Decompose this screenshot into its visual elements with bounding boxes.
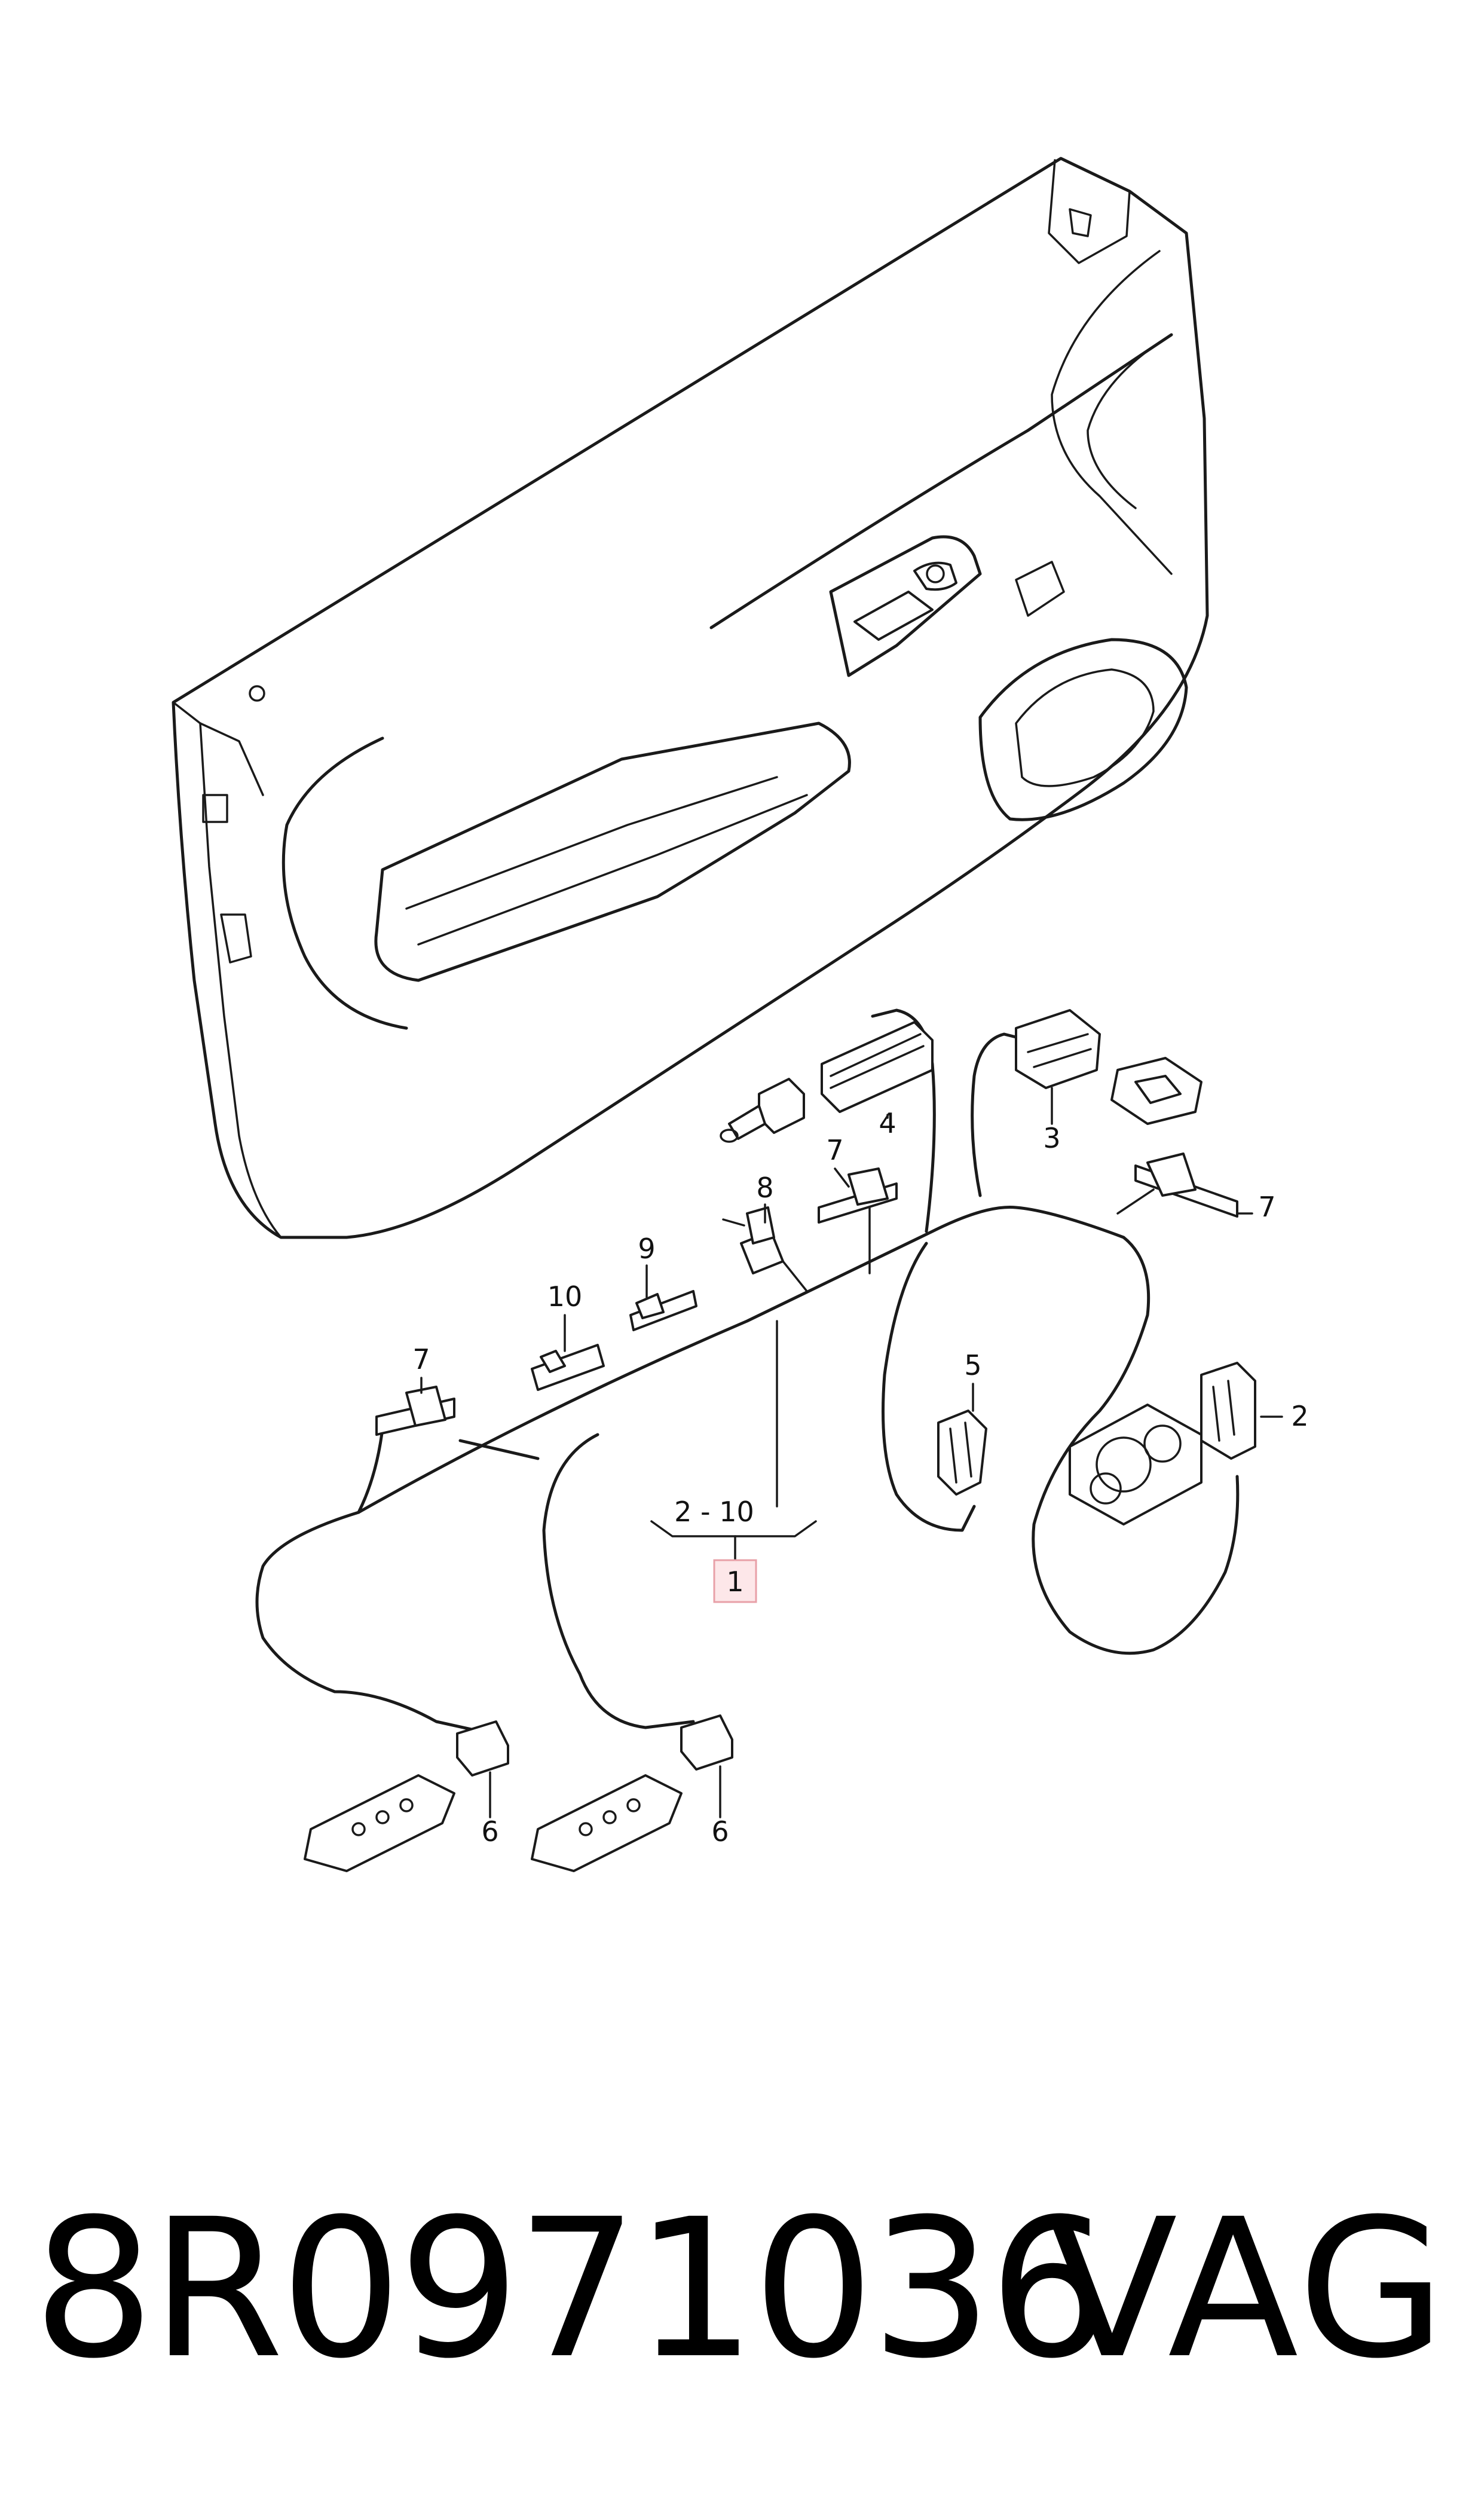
connector-4-drawing: [821, 1021, 934, 1113]
callout-5: 5: [964, 1349, 981, 1381]
callout-4: 4: [879, 1107, 896, 1139]
connector-6-left-drawing: [304, 1720, 509, 1872]
callout-8: 8: [756, 1172, 773, 1204]
callout-2: 2: [1291, 1400, 1308, 1432]
callout-1: 1: [726, 1566, 743, 1598]
connector-6-right-drawing: [531, 1714, 733, 1872]
callout-7-left: 7: [412, 1343, 430, 1375]
part-9-drawing: [629, 1290, 697, 1331]
brand-label: VAG: [1047, 2178, 1448, 2401]
callout-7-middle: 7: [826, 1134, 843, 1166]
door-panel-drawing: [172, 157, 1209, 1239]
connector-5-drawing: [937, 1410, 987, 1496]
callout-3: 3: [1043, 1122, 1060, 1154]
callout-6-right: 6: [711, 1815, 729, 1848]
part-1-highlight-box: [713, 1559, 757, 1603]
speaker-plate-drawing: [1069, 1404, 1203, 1526]
callout-range: 2 - 10: [674, 1496, 754, 1528]
part-8-drawing: [722, 1206, 808, 1292]
callout-labels: 1 2 - 10 2 3 4 5 6 6 7 7 7 8 9 10: [412, 1107, 1308, 1848]
wiring-harness-drawing: [255, 1008, 1240, 1735]
callout-10: 10: [547, 1280, 583, 1313]
bulb-holder-drawing: [720, 1078, 805, 1143]
callout-9: 9: [638, 1233, 655, 1265]
switch-drawing: [1110, 1057, 1203, 1125]
connector-2-drawing: [1200, 1362, 1256, 1460]
clip-7-middle-drawing: [818, 1167, 898, 1224]
clip-7-left-drawing: [375, 1386, 455, 1436]
part-number: 8R0971036: [33, 2178, 1110, 2401]
callout-6-left: 6: [481, 1815, 498, 1848]
leader-lines: [420, 1087, 1283, 1818]
connector-3-drawing: [1015, 1009, 1101, 1089]
clip-7-right-drawing: [1134, 1152, 1238, 1218]
part-10-drawing: [531, 1344, 605, 1391]
callout-7-right: 7: [1258, 1191, 1275, 1223]
